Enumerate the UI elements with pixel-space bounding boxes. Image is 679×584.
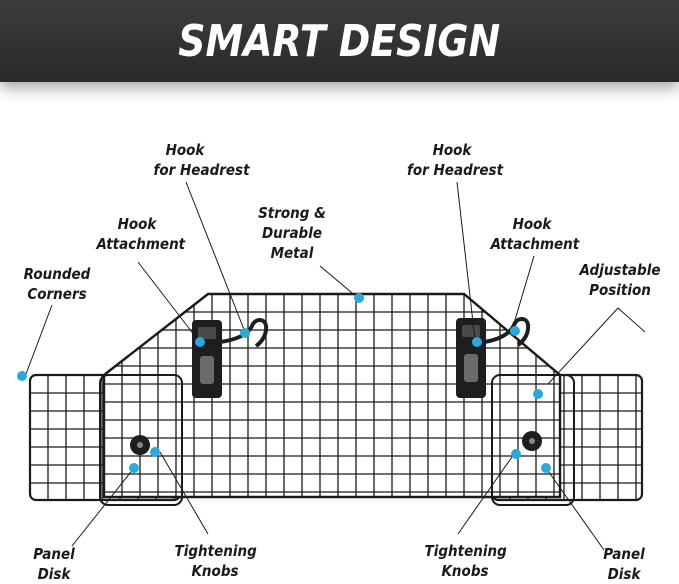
- right-panel-disk: [491, 374, 575, 506]
- banner-title: SMART DESIGN: [178, 15, 501, 67]
- label-strong-durable-metal: Strong & Durable Metal: [258, 204, 326, 262]
- marker-dots: [17, 293, 551, 473]
- label-rounded-corners: Rounded Corners: [23, 265, 91, 303]
- label-hook-for-headrest-right: Hook for Headrest: [407, 141, 504, 179]
- label-panel-disk-right: Panel Disk: [603, 545, 645, 583]
- header-banner: SMART DESIGN: [0, 0, 679, 82]
- label-tightening-knobs-left: Tightening Knobs: [174, 542, 257, 580]
- label-tightening-knobs-right: Tightening Knobs: [424, 542, 507, 580]
- left-tightening-knob: [130, 435, 150, 455]
- label-hook-attachment-left: Hook Attachment: [96, 215, 186, 253]
- callout-lines: [25, 181, 646, 551]
- left-panel-disk: [99, 374, 183, 506]
- label-adjustable-position: Adjustable Position: [579, 261, 661, 299]
- label-panel-disk-left: Panel Disk: [33, 545, 75, 583]
- label-hook-attachment-right: Hook Attachment: [490, 215, 580, 253]
- label-hook-for-headrest-left: Hook for Headrest: [153, 141, 250, 179]
- right-tightening-knob: [522, 431, 542, 451]
